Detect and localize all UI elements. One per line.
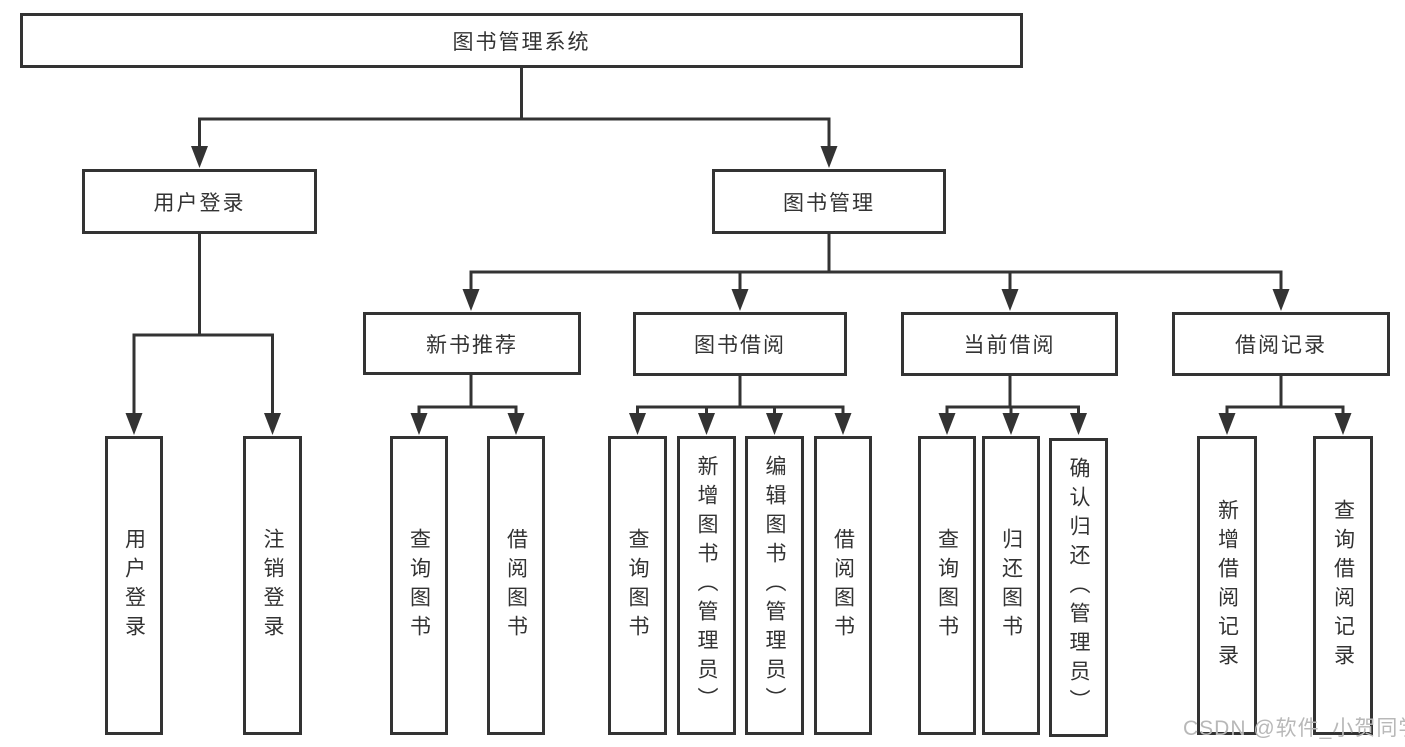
- leaf-user-login: 用户登录: [105, 436, 163, 735]
- node-root-library-system: 图书管理系统: [20, 13, 1023, 68]
- connector-root-to-level2: [198, 68, 831, 150]
- node-label: 查询图书: [935, 527, 959, 644]
- node-borrowing-records: 借阅记录: [1172, 312, 1390, 376]
- node-book-borrowing: 图书借阅: [633, 312, 847, 376]
- node-new-book-recommend: 新书推荐: [363, 312, 581, 375]
- leaf-bb-query-books: 查询图书: [608, 436, 667, 735]
- connector-bookmgmt-to-level3: [469, 233, 1283, 292]
- arrow-icon: [1218, 413, 1236, 435]
- node-label: 新书推荐: [426, 333, 518, 357]
- node-label: 借阅记录: [1235, 334, 1327, 357]
- arrow-icon: [264, 413, 281, 435]
- leaf-br-add-record: 新增借阅记录: [1197, 436, 1257, 735]
- arrow-icon: [766, 413, 783, 435]
- node-label: 图书管理: [783, 191, 875, 215]
- node-label: 注销登录: [261, 527, 284, 644]
- arrow-icon: [731, 289, 749, 311]
- leaf-cb-return-books: 归还图书: [982, 436, 1040, 735]
- connector-bookborrow-group: [636, 375, 845, 416]
- arrow-icon: [1070, 413, 1087, 435]
- node-label: 归还图书: [999, 527, 1023, 644]
- leaf-nb-borrow-books: 借阅图书: [487, 436, 545, 735]
- node-book-management: 图书管理: [712, 169, 946, 234]
- arrow-icon: [698, 413, 715, 435]
- arrow-icon: [938, 413, 956, 435]
- leaf-bb-borrow-books: 借阅图书: [814, 436, 872, 735]
- node-label: 借阅图书: [504, 527, 528, 644]
- node-label: 新增图书（管理员）: [695, 455, 718, 716]
- leaf-br-query-record: 查询借阅记录: [1313, 436, 1373, 735]
- node-label: 图书借阅: [694, 334, 786, 357]
- node-user-login: 用户登录: [82, 169, 317, 234]
- arrow-icon: [462, 289, 480, 311]
- arrow-icon: [1002, 413, 1020, 435]
- leaf-nb-query-books: 查询图书: [390, 436, 448, 735]
- leaf-logout: 注销登录: [243, 436, 302, 735]
- leaf-cb-query-books: 查询图书: [918, 436, 976, 735]
- connector-userlogin-group: [132, 233, 274, 416]
- node-label: 用户登录: [122, 527, 146, 644]
- connector-borrowrecords-group: [1225, 375, 1345, 416]
- arrow-icon: [834, 413, 852, 435]
- node-label: 当前借阅: [963, 334, 1056, 357]
- arrow-icon: [410, 413, 428, 435]
- node-label: 查询图书: [626, 527, 649, 644]
- connector-currentborrow-group: [945, 375, 1080, 416]
- leaf-bb-edit-books-admin: 编辑图书（管理员）: [745, 436, 804, 735]
- node-label: 查询借阅记录: [1331, 498, 1355, 673]
- node-label: 借阅图书: [831, 527, 855, 644]
- node-label: 确认归还（管理员）: [1067, 457, 1090, 718]
- node-label: 编辑图书（管理员）: [763, 455, 786, 716]
- node-current-borrowing: 当前借阅: [901, 312, 1118, 376]
- arrow-icon: [820, 146, 838, 168]
- arrow-icon: [125, 413, 143, 435]
- leaf-bb-add-books-admin: 新增图书（管理员）: [677, 436, 736, 735]
- node-label: 图书管理系统: [452, 30, 591, 54]
- arrow-icon: [191, 146, 208, 168]
- arrow-icon: [1334, 413, 1352, 435]
- csdn-watermark: CSDN @软件_小贺同学: [1183, 717, 1405, 740]
- arrow-icon: [629, 413, 646, 435]
- arrow-icon: [507, 413, 525, 435]
- leaf-cb-confirm-return-admin: 确认归还（管理员）: [1049, 438, 1108, 737]
- connector-newbook-group: [417, 374, 518, 416]
- node-label: 新增借阅记录: [1215, 498, 1239, 673]
- arrow-icon: [1001, 289, 1019, 311]
- arrow-icon: [1272, 289, 1290, 311]
- node-label: 用户登录: [153, 191, 246, 215]
- node-label: 查询图书: [407, 527, 431, 644]
